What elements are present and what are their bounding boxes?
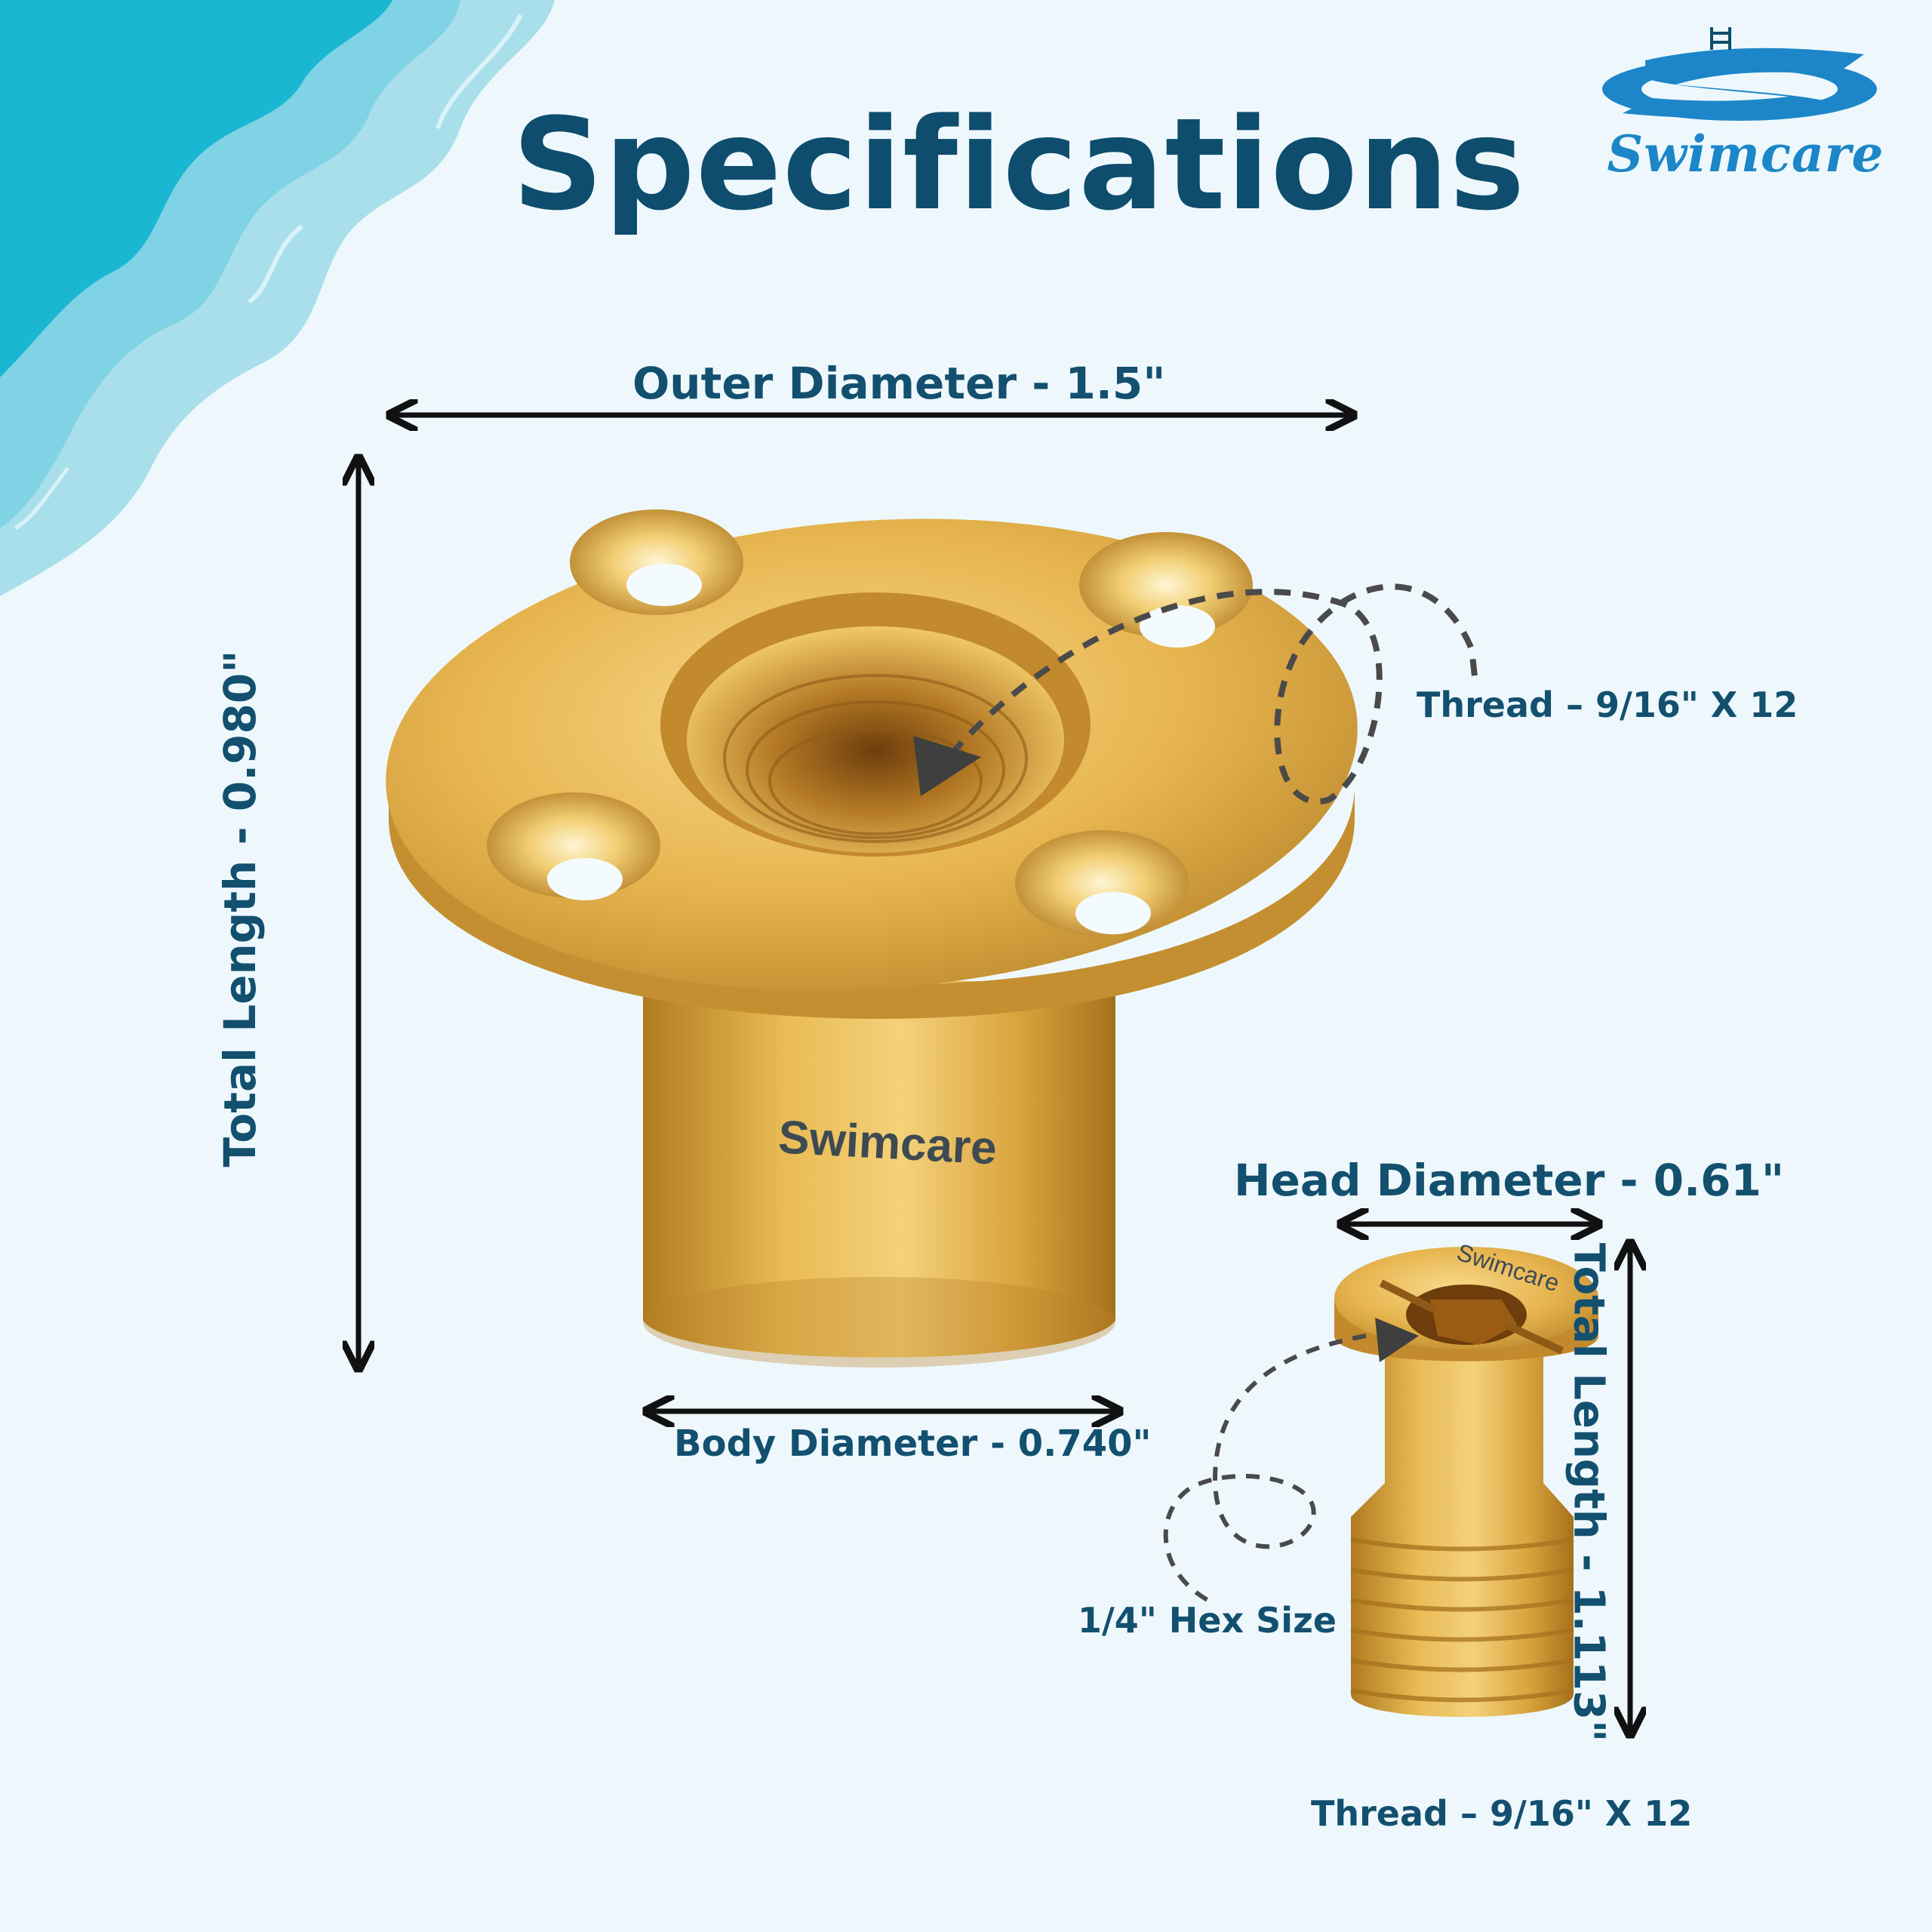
wave-decoration xyxy=(0,0,555,596)
screw-image xyxy=(1334,1247,1598,1717)
mounting-hole xyxy=(487,792,660,900)
hex-size-label: 1/4" Hex Size xyxy=(1078,1600,1337,1641)
flange-thread-label: Thread – 9/16" X 12 xyxy=(1417,685,1798,725)
screw-thread-label: Thread – 9/16" X 12 xyxy=(1311,1793,1693,1834)
mounting-hole xyxy=(1015,830,1189,936)
brand-logo-text: Swimcare xyxy=(1607,125,1884,183)
mounting-hole xyxy=(570,509,743,615)
screw-total-length-label: Total Length - 1.113" xyxy=(1564,1242,1614,1743)
hex-pointer xyxy=(1375,1318,1419,1362)
logo-emblem xyxy=(1602,27,1877,121)
flange-total-length-label: Total Length - 0.980" xyxy=(214,650,266,1168)
flange-fitting-image xyxy=(386,509,1358,1367)
thread-pointer xyxy=(913,736,981,796)
outer-diameter-label: Outer Diameter - 1.5" xyxy=(632,358,1166,409)
page-title: Specifications xyxy=(512,91,1526,238)
body-diameter-label: Body Diameter - 0.740" xyxy=(674,1423,1152,1465)
mounting-hole xyxy=(1079,532,1253,648)
hex-callout-line xyxy=(1163,1334,1367,1602)
flange-engraving: Swimcare xyxy=(777,1111,998,1174)
head-diameter-label: Head Diameter - 0.61" xyxy=(1234,1155,1785,1206)
